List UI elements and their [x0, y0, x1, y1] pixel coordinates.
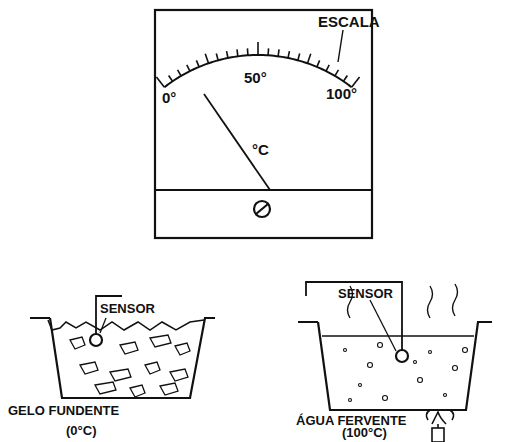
- water-surface: [322, 335, 474, 336]
- label: 0°: [162, 90, 176, 107]
- scale-ticks: [156, 42, 359, 87]
- meter-housing: [155, 10, 372, 238]
- leader-line: [100, 318, 106, 333]
- zero-screw: [254, 201, 270, 217]
- bubbles: [344, 343, 468, 402]
- scale-arc: [164, 55, 351, 87]
- label: SENSOR: [338, 287, 393, 301]
- label: (100°C): [342, 426, 387, 440]
- leader-line: [338, 30, 343, 62]
- ice-surface: [48, 320, 204, 330]
- beaker: [298, 322, 492, 410]
- label: 50°: [244, 70, 267, 87]
- flame: [426, 410, 453, 442]
- leader-line: [370, 300, 396, 351]
- screw-slot: [256, 204, 268, 214]
- label: GELO FUNDENTE: [8, 404, 119, 418]
- label: 100°: [326, 86, 357, 103]
- sensor: [396, 350, 408, 362]
- needle: [204, 94, 270, 190]
- beaker: [30, 318, 215, 398]
- label: SENSOR: [100, 302, 155, 316]
- meter-panel-line: [155, 189, 372, 191]
- label: (0°C): [66, 424, 96, 438]
- ice-chunks: [70, 335, 190, 397]
- label: ESCALA: [318, 14, 380, 31]
- sensor: [90, 334, 102, 346]
- label: °C: [252, 142, 269, 159]
- sensor-wire: [306, 282, 402, 350]
